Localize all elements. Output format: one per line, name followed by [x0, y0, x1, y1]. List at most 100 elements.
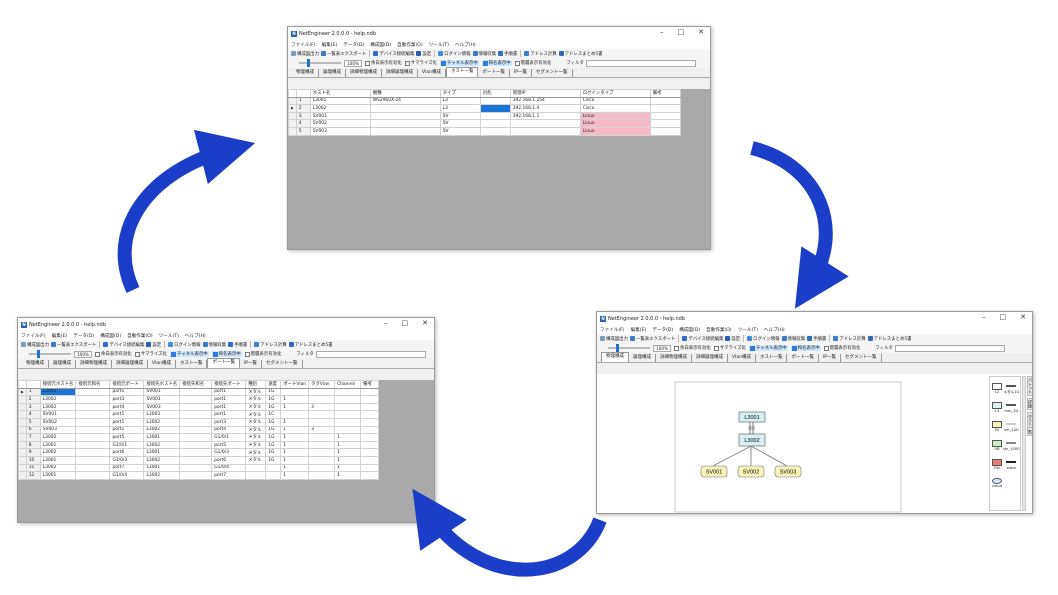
table-cell[interactable]: [360, 387, 380, 397]
column-header[interactable]: 接続元ホスト名: [39, 380, 77, 389]
slider-thumb[interactable]: [616, 344, 619, 352]
table-cell[interactable]: 1: [334, 448, 362, 457]
checkbox-box[interactable]: [170, 351, 176, 357]
row-selector[interactable]: [18, 417, 27, 427]
table-cell[interactable]: 1G: [265, 425, 282, 435]
palette-item[interactable]: SV: [992, 417, 1002, 435]
table-cell[interactable]: メタル: [245, 410, 267, 419]
table-cell[interactable]: [479, 119, 511, 128]
option-checkbox-2[interactable]: サマライズ化: [134, 351, 167, 357]
table-cell[interactable]: メタル: [245, 433, 267, 442]
table-cell[interactable]: [179, 417, 213, 427]
column-header[interactable]: ログインタイプ: [579, 89, 651, 98]
toolbar-button-8[interactable]: アドレス計算: [524, 51, 557, 57]
table-cell[interactable]: [479, 104, 511, 113]
table-cell[interactable]: [649, 126, 681, 136]
table-cell[interactable]: [75, 455, 111, 465]
column-header[interactable]: 対危: [479, 89, 511, 98]
table-cell[interactable]: [509, 126, 581, 136]
table-cell[interactable]: 1G: [265, 417, 282, 427]
node-sv002[interactable]: [737, 465, 765, 478]
tab-1[interactable]: 物理構成: [22, 360, 49, 368]
checkbox-box[interactable]: [94, 351, 100, 357]
table-cell[interactable]: [179, 448, 213, 457]
menu-item-1[interactable]: ファイル(F): [291, 42, 316, 48]
table-cell[interactable]: [179, 387, 213, 397]
toolbar-button-9[interactable]: アドレスまとめ5書: [867, 336, 912, 342]
toolbar-button-2[interactable]: 一覧表エクスポート: [629, 336, 675, 342]
table-cell[interactable]: [308, 395, 336, 404]
toolbar-button-4[interactable]: 設定: [725, 336, 740, 342]
zoom-level[interactable]: 100%: [653, 344, 671, 352]
table-cell[interactable]: L3002: [39, 387, 77, 397]
table-cell[interactable]: port3: [109, 395, 145, 404]
row-selector[interactable]: [288, 126, 297, 136]
row-selector[interactable]: [18, 395, 27, 404]
menu-item-5[interactable]: 自動作業(O): [127, 333, 153, 339]
table-cell[interactable]: SV003: [39, 425, 77, 435]
menu-item-5[interactable]: 自動作業(O): [706, 327, 732, 333]
checkbox-box[interactable]: [440, 60, 446, 66]
table-cell[interactable]: [75, 448, 111, 457]
table-cell[interactable]: [75, 463, 111, 473]
table-cell[interactable]: [179, 440, 213, 450]
table-cell[interactable]: [369, 111, 441, 121]
option-checkbox-5[interactable]: 階層表示有効化: [514, 60, 551, 66]
table-cell[interactable]: [360, 425, 380, 435]
toolbar-button-7[interactable]: 手順書: [498, 51, 517, 57]
node-sv001[interactable]: [700, 465, 728, 478]
tab-1[interactable]: 物理構成: [292, 69, 319, 77]
table-cell[interactable]: L3001: [143, 463, 181, 473]
node-l3001[interactable]: [738, 411, 766, 423]
table-cell[interactable]: L3: [439, 104, 481, 113]
toolbar-button-6[interactable]: 情報収集: [472, 51, 496, 57]
toolbar-button-2[interactable]: 一覧表エクスポート: [320, 51, 366, 57]
tab-4[interactable]: 詳細論理構成: [692, 354, 728, 362]
column-header[interactable]: Channel: [334, 380, 362, 389]
table-cell[interactable]: SV003: [143, 402, 181, 412]
toolbar-button-5[interactable]: ログイン情報: [438, 51, 471, 57]
toolbar-button-1[interactable]: 構成図出力: [21, 342, 49, 348]
table-cell[interactable]: [334, 395, 362, 404]
table-cell[interactable]: 192.168.1.254: [509, 96, 581, 106]
table-cell[interactable]: [245, 471, 267, 480]
table-cell[interactable]: [265, 471, 282, 480]
table-cell[interactable]: L3001: [39, 455, 77, 465]
close-button[interactable]: ✕: [698, 28, 704, 36]
column-header[interactable]: 接続元和名: [75, 380, 111, 389]
table-cell[interactable]: [360, 471, 380, 480]
table-cell[interactable]: [360, 402, 380, 412]
table-cell[interactable]: [649, 104, 681, 113]
table-cell[interactable]: [179, 425, 213, 435]
checkbox-box[interactable]: [673, 345, 679, 351]
toolbar-button-3[interactable]: デバイス接続編集: [682, 336, 723, 342]
row-selector[interactable]: [18, 471, 27, 480]
column-header[interactable]: 管理IP: [509, 89, 581, 98]
filter-input[interactable]: [315, 350, 426, 358]
row-selector[interactable]: [288, 96, 297, 106]
table-cell[interactable]: メタル: [245, 402, 267, 412]
toolbar-button-5[interactable]: ログイン情報: [168, 342, 201, 348]
menu-item-5[interactable]: 自動作業(O): [397, 42, 423, 48]
column-header[interactable]: 速度: [265, 380, 282, 389]
table-cell[interactable]: 1: [334, 463, 362, 473]
table-cell[interactable]: port1: [109, 417, 145, 427]
tab-3[interactable]: 詳細物理構成: [346, 69, 382, 77]
table-cell[interactable]: SV: [439, 119, 481, 128]
table-cell[interactable]: L3001: [309, 96, 371, 106]
table-cell[interactable]: 1: [334, 471, 362, 480]
column-header[interactable]: 備考: [360, 380, 380, 389]
table-cell[interactable]: [334, 402, 362, 412]
column-header[interactable]: ホスト名: [309, 89, 371, 98]
menu-item-2[interactable]: 編集(E): [51, 333, 68, 339]
column-header[interactable]: 接続先ホスト名: [143, 380, 181, 389]
table-cell[interactable]: [360, 433, 380, 442]
minimize-button[interactable]: –: [660, 28, 664, 36]
menu-item-4[interactable]: 構成図(D): [100, 333, 122, 339]
menu-item-7[interactable]: ヘルプ(H): [763, 327, 785, 333]
